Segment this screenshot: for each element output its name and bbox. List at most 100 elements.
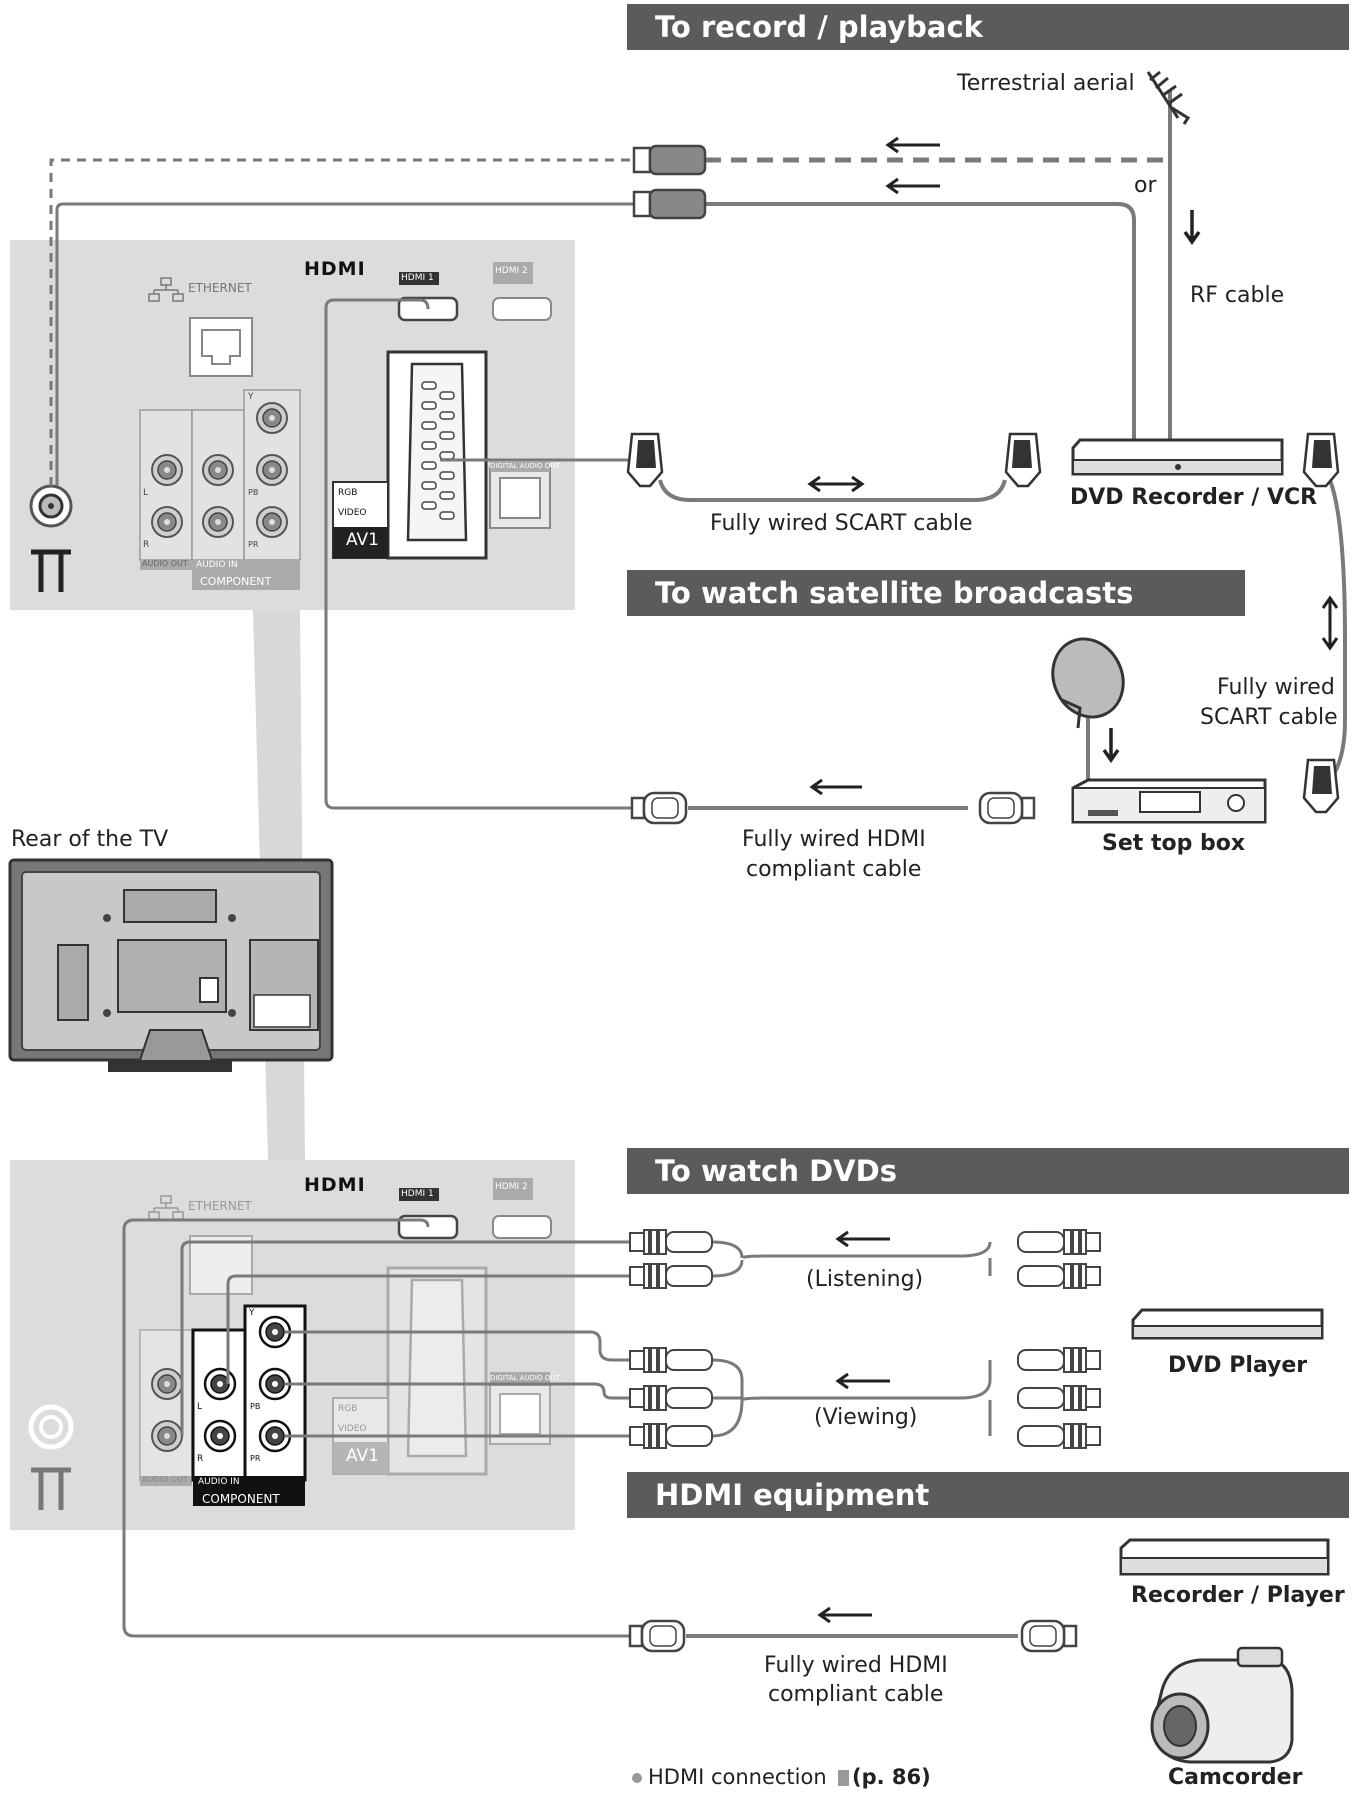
- hdmi-cable-label-line2: compliant cable: [768, 1682, 944, 1707]
- arrow-down-icon: [1183, 210, 1201, 246]
- scart-cable-label-line1: Fully wired: [1217, 675, 1335, 700]
- pb-label: PB: [248, 488, 259, 497]
- r-label: R: [197, 1454, 204, 1464]
- component-cables: [285, 1330, 992, 1438]
- or-label: or: [1134, 173, 1157, 198]
- tv-rear-panel-lower: [10, 1160, 575, 1530]
- rca-plug-icon: [1017, 1263, 1101, 1289]
- arrow-left-icon: [885, 177, 940, 195]
- reference-marker-icon: [838, 1770, 849, 1786]
- section-header-dvds: To watch DVDs: [627, 1148, 1349, 1194]
- hdmi-cable-satellite: [324, 298, 968, 810]
- scart-cable-label-line2: SCART cable: [1200, 705, 1338, 730]
- rgb-label: RGB: [338, 488, 358, 498]
- hdmi1-port-label: HDMI 1: [401, 273, 434, 283]
- av1-label: AV1: [346, 530, 379, 550]
- arrow-down-icon: [1102, 728, 1120, 764]
- av1-label: AV1: [346, 1446, 379, 1466]
- scart-plug-icon: [1302, 432, 1340, 488]
- section-header-satellite: To watch satellite broadcasts: [627, 570, 1245, 616]
- hdmi-cable-label-line1: Fully wired HDMI: [764, 1653, 948, 1678]
- section-header-record: To record / playback: [627, 4, 1349, 50]
- satellite-dish-icon: [1051, 637, 1125, 780]
- component-label: COMPONENT: [200, 575, 272, 588]
- hdmi2-port-label: HDMI 2: [495, 266, 528, 276]
- scart-cable-label: Fully wired SCART cable: [710, 511, 973, 536]
- digital-audio-out-label: DIGITAL AUDIO OUT: [490, 1374, 560, 1382]
- hdmi-plug-icon: [630, 791, 688, 825]
- component-label: COMPONENT: [202, 1492, 280, 1506]
- double-arrow-icon: [1321, 595, 1339, 651]
- terrestrial-aerial-icon: [1146, 70, 1191, 125]
- terrestrial-aerial-label: Terrestrial aerial: [957, 71, 1135, 96]
- hdmi1-port-label: HDMI 1: [401, 1189, 434, 1199]
- tv-rear-panel-upper: [10, 240, 575, 610]
- footnote-page-ref: (p. 86): [852, 1765, 931, 1789]
- pr-label: PR: [250, 1454, 261, 1463]
- digital-audio-out-label: DIGITAL AUDIO OUT: [490, 462, 560, 470]
- rf-cables: [49, 90, 1172, 486]
- rca-plug-icon: [629, 1263, 713, 1289]
- arrow-left-icon: [809, 778, 862, 796]
- rca-plug-icon: [629, 1229, 713, 1255]
- y-label: Y: [248, 392, 254, 402]
- r-label: R: [143, 540, 150, 550]
- ethernet-label: ETHERNET: [188, 1199, 252, 1213]
- hdmi-plug-icon: [978, 791, 1036, 825]
- audio-in-label: AUDIO IN: [198, 1477, 240, 1487]
- listening-label: (Listening): [806, 1267, 924, 1292]
- rca-plug-icon: [629, 1385, 713, 1411]
- pb-label: PB: [250, 1402, 261, 1411]
- camcorder-icon: [1150, 1646, 1294, 1764]
- rca-plug-icon: [1017, 1385, 1101, 1411]
- rear-of-tv-label: Rear of the TV: [11, 827, 169, 852]
- hdmi-plug-icon: [1020, 1619, 1078, 1653]
- dvd-recorder-icon: [1071, 438, 1284, 476]
- rf-cable-label: RF cable: [1190, 283, 1285, 308]
- audio-cables: [180, 1240, 992, 1436]
- set-top-box-icon: [1071, 778, 1267, 824]
- double-arrow-icon: [807, 475, 865, 493]
- pr-label: PR: [248, 540, 259, 549]
- scart-plug-icon: [626, 432, 664, 488]
- l-label: L: [143, 488, 149, 498]
- camcorder-label: Camcorder: [1168, 1765, 1303, 1790]
- arrow-left-icon: [835, 1230, 890, 1248]
- rca-plug-icon: [629, 1423, 713, 1449]
- hdmi-cable-label-line2: compliant cable: [746, 857, 922, 882]
- scart-plug-icon: [1004, 432, 1042, 488]
- dvd-player-label: DVD Player: [1168, 1353, 1308, 1378]
- hdmi-logo: HDMI: [304, 258, 366, 280]
- arrow-left-icon: [885, 136, 940, 154]
- y-label: Y: [249, 1308, 255, 1318]
- scart-cable-av1: [440, 458, 1347, 782]
- scart-plug-icon: [1302, 758, 1340, 814]
- dvd-recorder-label: DVD Recorder / VCR: [1070, 485, 1318, 510]
- rgb-label: RGB: [338, 1404, 358, 1414]
- set-top-box-label: Set top box: [1102, 831, 1246, 856]
- hdmi-cable-label-line1: Fully wired HDMI: [742, 827, 926, 852]
- hdmi-logo: HDMI: [304, 1174, 366, 1196]
- arrow-left-icon: [817, 1606, 872, 1624]
- ethernet-label: ETHERNET: [188, 281, 252, 295]
- hdmi-plug-icon: [628, 1619, 686, 1653]
- rca-plug-icon: [1017, 1423, 1101, 1449]
- section-header-hdmi: HDMI equipment: [627, 1472, 1349, 1518]
- ethernet-icon: [148, 277, 184, 302]
- video-label: VIDEO: [338, 508, 367, 518]
- rf-plugs: [632, 144, 707, 220]
- audio-in-label: AUDIO IN: [196, 560, 238, 570]
- video-label: VIDEO: [338, 1424, 367, 1434]
- audio-out-label: AUDIO OUT: [142, 559, 188, 568]
- bullet-icon: [632, 1773, 642, 1783]
- rca-plug-icon: [1017, 1229, 1101, 1255]
- audio-out-label: AUDIO OUT: [142, 1475, 188, 1484]
- hdmi2-port-label: HDMI 2: [495, 1182, 528, 1192]
- rca-plug-icon: [1017, 1347, 1101, 1373]
- rca-plug-icon: [629, 1347, 713, 1373]
- hdmi-cable-equipment: [122, 1218, 1018, 1638]
- footnote-text: HDMI connection: [648, 1765, 827, 1789]
- l-label: L: [197, 1402, 203, 1412]
- dvd-player-icon: [1131, 1308, 1324, 1340]
